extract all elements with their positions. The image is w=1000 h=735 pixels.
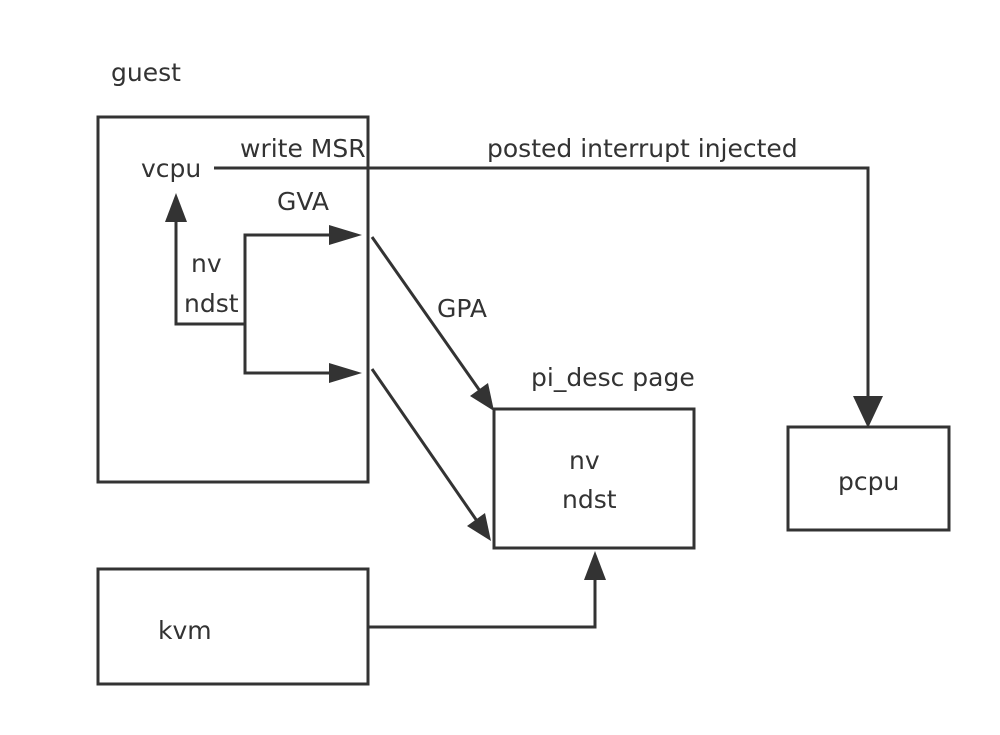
- gva-label: GVA: [277, 187, 329, 216]
- gpa-upper-arrow-line: [370, 236, 482, 392]
- pcpu-label: pcpu: [838, 467, 899, 496]
- vcpu-label: vcpu: [141, 154, 201, 183]
- nv-ndst-to-vcpu-line: [174, 220, 245, 326]
- kvm-to-pi-desc-line: [369, 577, 597, 629]
- pi-desc-page-box: [492, 407, 696, 550]
- kvm-label: kvm: [158, 616, 212, 645]
- gpa-lower-arrow-line: [370, 368, 479, 522]
- desc-ndst-label: ndst: [562, 485, 617, 514]
- gpa-label: GPA: [437, 294, 487, 323]
- kvm-box: [96, 567, 370, 686]
- pcpu-box: [786, 425, 951, 532]
- pi-desc-page-label: pi_desc page: [531, 363, 695, 392]
- gva-lower-arrowhead: [329, 363, 362, 383]
- gpa-upper-arrowhead: [470, 383, 494, 411]
- gva-upper-arrowhead: [329, 225, 362, 245]
- gpa-lower-arrowhead: [467, 513, 491, 541]
- guest-nv-label: nv: [191, 249, 222, 278]
- nv-ndst-to-vcpu-arrowhead: [165, 193, 187, 222]
- posted-interrupt-label: posted interrupt injected: [487, 134, 798, 163]
- desc-nv-label: nv: [569, 446, 600, 475]
- kvm-to-pi-desc-arrowhead: [584, 551, 606, 580]
- posted-interrupt-arrow-line: [214, 166, 870, 398]
- gva-bracket-line: [243, 233, 336, 375]
- guest-label: guest: [111, 58, 181, 87]
- guest-ndst-label: ndst: [184, 289, 239, 318]
- posted-interrupt-arrowhead: [853, 396, 883, 428]
- write-msr-label: write MSR: [240, 134, 366, 163]
- guest-box: [96, 115, 370, 484]
